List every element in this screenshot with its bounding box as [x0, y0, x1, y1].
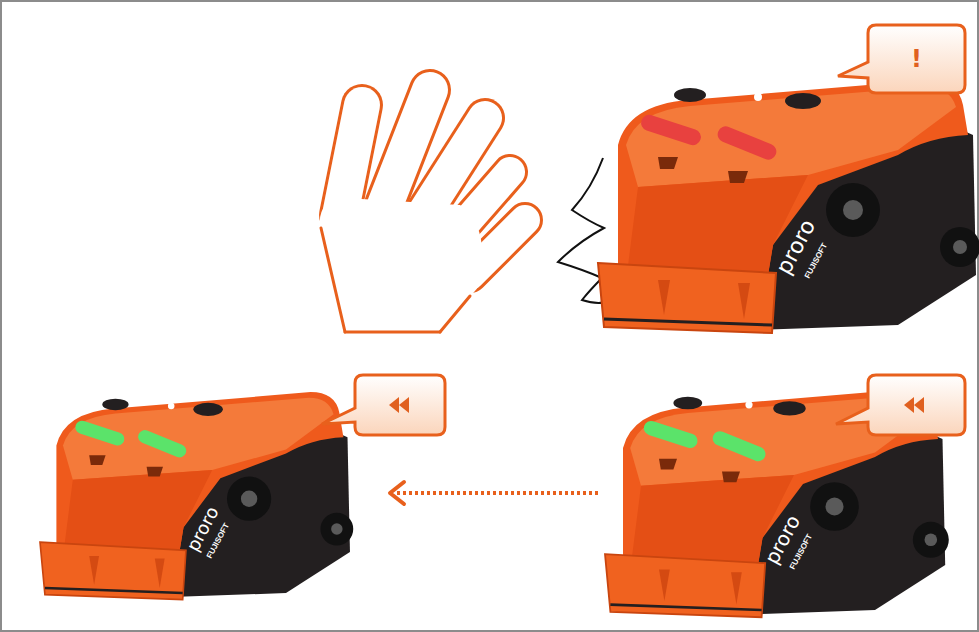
- speech-bubble: !: [868, 25, 965, 93]
- rewind-bubble: [322, 375, 445, 435]
- movement-arrow: [390, 482, 598, 504]
- robot-alert: [598, 80, 979, 333]
- bubble-shape: [838, 25, 965, 93]
- rewind-bubble: [836, 375, 965, 435]
- robot-left: [40, 392, 353, 599]
- alert-mark: !: [911, 47, 922, 71]
- waving-hand: [320, 90, 525, 332]
